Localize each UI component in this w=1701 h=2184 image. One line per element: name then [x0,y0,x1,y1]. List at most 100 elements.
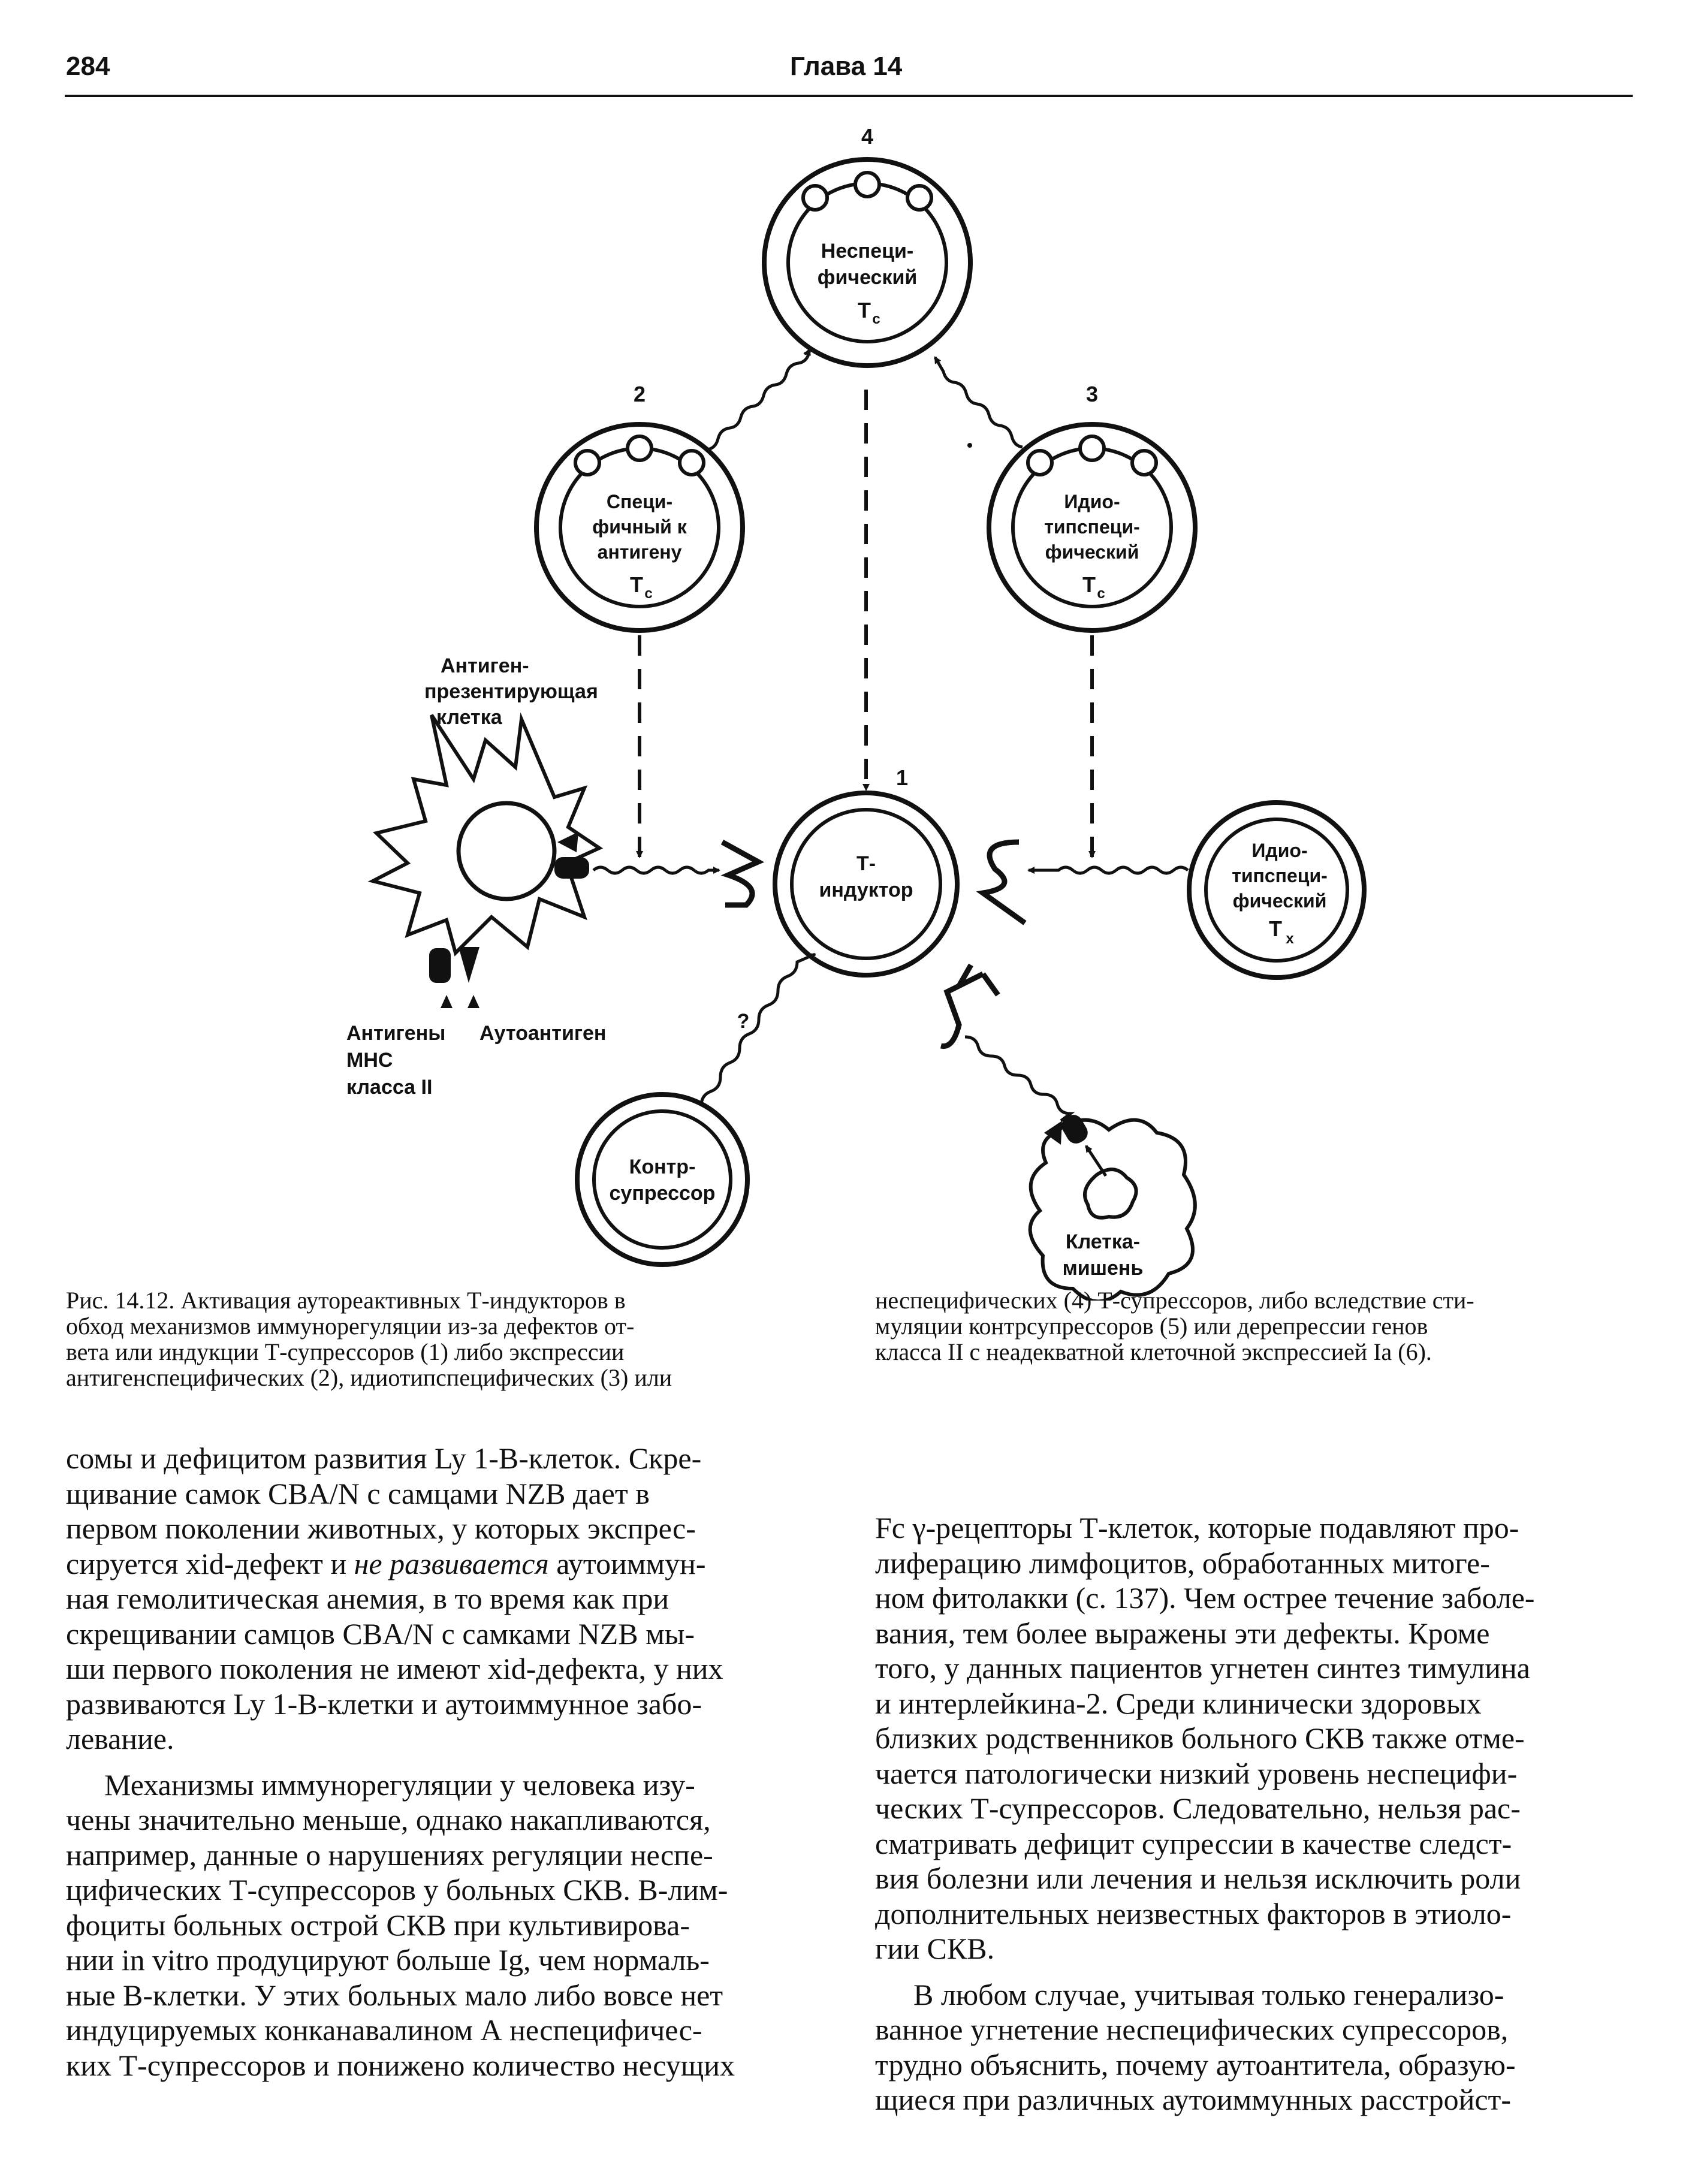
caption-right-line: неспецифических (4) Т-супрессоров, либо … [875,1287,1474,1314]
text-line: щивание самок CBA/N с самцами NZB дает в [66,1476,650,1510]
cell-2-line-5: с [644,586,652,602]
text-line: лиферацию лимфоцитов, обработанных митог… [875,1546,1490,1580]
cell-2-line-1: Специ- [607,491,672,512]
cell-2-line-4: Т [630,572,643,597]
text-line: индуцируемых конканавалином А неспецифич… [66,2013,702,2047]
figure-caption-right: неспецифических (4) Т-супрессоров, либо … [875,1287,1631,1365]
caption-right-line: класса II с неадекватной клеточной экспр… [875,1338,1432,1365]
text-line: развиваются Ly 1-В-клетки и аутоиммунное… [66,1687,702,1721]
left-paragraph-1: сомы и дефицитом развития Ly 1-В-клеток.… [66,1441,833,1757]
cell-4-line-2: фический [818,266,918,289]
text-line: сматривать дефицит супрессии в качестве … [875,1826,1512,1860]
question-mark: ? [737,1010,750,1033]
text-line: сируется xid-дефект и не развивается аут… [66,1546,833,1582]
figure-diagram: 4 Неспеци- фический Т с 2 Специ- фичный … [346,124,1367,1301]
th-line-1: Идио- [1251,840,1307,861]
th-line-4: Т [1269,916,1282,941]
connections [592,348,1189,1122]
text-line: вания, тем более выражены эти дефекты. К… [875,1616,1490,1650]
mhc-label-line-3: класса II [346,1076,432,1099]
text-line: близких родственников больного СКВ также… [875,1721,1525,1755]
cell-3-line-1: Идио- [1064,491,1120,512]
text-fragment: аутоиммун- [556,1546,706,1580]
antigen-presenting-cell: Антиген- презентирующая клетка Антигены … [346,654,606,1099]
cell-target: Клетка- мишень [1028,1115,1197,1301]
cell-4-line-3: Т [858,298,871,322]
right-text-column: Fc γ-рецепторы Т-клеток, которые подавля… [875,1510,1631,2128]
right-paragraph-1: Fc γ-рецепторы Т-клеток, которые подавля… [875,1510,1631,1966]
cell-idiotype-specific-ts: 3 Идио- типспеци- фический Т с [967,382,1198,633]
cell-nonspecific-ts: 4 Неспеци- фический Т с [762,124,973,368]
apc-label-line-2: презентирующая [424,680,598,703]
caption-right-line: муляции контрсупрессоров (5) или дерепре… [875,1313,1428,1340]
apc-label-line-3: клетка [436,706,503,729]
th-line-2: типспеци- [1232,865,1328,886]
cell-4-line-1: Неспеци- [821,240,914,263]
cell-1-number: 1 [896,765,908,790]
cell-3-line-3: фический [1045,541,1139,563]
cell-4-line-4: с [872,311,880,327]
cs-line-2: супрессор [610,1182,716,1205]
th-line-5: х [1286,931,1294,947]
cell-t-inductor: 1 Т- индуктор [720,765,1027,1049]
th-line-3: фический [1233,890,1327,912]
cs-line-1: Контр- [629,1156,696,1178]
target-line-2: мишень [1063,1257,1144,1280]
caption-left-line: вета или индукции Т-супрессоров (1) либо… [66,1338,625,1365]
mhc-label-line-2: МНС [346,1049,393,1072]
cell-idiotype-specific-th: Идио- типспеци- фический Т х [1187,800,1367,980]
text-line: ши первого поколения не имеют xid-дефект… [66,1652,723,1685]
chapter-title: Глава 14 [790,52,903,81]
text-line: скрещивании самцов CBA/N с самками NZB м… [66,1616,695,1651]
header-rule [65,95,1633,97]
cell-4-number: 4 [861,124,873,149]
text-line: сомы и дефицитом развития Ly 1-В-клеток.… [66,1441,702,1475]
cell-3-line-2: типспеци- [1044,516,1140,538]
text-line: дополнительных неизвестных факторов в эт… [875,1896,1512,1930]
text-line: того, у данных пациентов угнетен синтез … [875,1651,1530,1685]
caption-left-line: Рис. 14.12. Активация аутореактивных Т-и… [66,1287,626,1314]
text-line: трудно объяснить, почему аутоантитела, о… [875,2047,1516,2082]
cell-3-line-4: Т [1082,572,1096,597]
text-line: Fc γ-рецепторы Т-клеток, которые подавля… [875,1511,1519,1545]
caption-left-line: обход механизмов иммунорегуляции из-за д… [66,1313,635,1340]
autoantigen-label: Аутоантиген [479,1022,606,1045]
right-paragraph-2: В любом случае, учитывая только генерали… [875,1977,1631,2117]
text-line: и интерлейкина-2. Среди клинически здоро… [875,1686,1482,1720]
cell-1-line-2: индуктор [819,879,913,901]
cell-3-number: 3 [1086,382,1098,406]
left-text-column: сомы и дефицитом развития Ly 1-В-клеток.… [66,1441,833,2093]
apc-label-line-1: Антиген- [441,654,529,677]
page-number: 284 [66,52,110,81]
text-line: первом поколении животных, у которых экс… [66,1512,696,1545]
text-line: фоциты больных острой СКВ при культивиро… [66,1908,690,1942]
italic-emphasis: не развивается [354,1546,549,1580]
text-line: чается патологически низкий уровень несп… [875,1756,1518,1790]
text-line: ких Т-супрессоров и понижено количество … [66,2048,735,2082]
cell-antigen-specific-ts: 2 Специ- фичный к антигену Т с [534,382,745,633]
figure-caption-left: Рис. 14.12. Активация аутореактивных Т-и… [66,1287,839,1390]
left-paragraph-2: Механизмы иммунорегуляции у человека изу… [66,1767,833,2083]
cell-2-line-2: фичный к [592,516,687,538]
caption-left-line: антигенспецифических (2), идиотипспецифи… [66,1364,672,1391]
text-line: щиеся при различных аутоиммунных расстро… [875,2083,1512,2116]
text-line: Механизмы иммунорегуляции у человека изу… [104,1767,695,1802]
cell-2-line-3: антигену [598,541,682,563]
cell-2-number: 2 [634,382,646,406]
cell-3-line-5: с [1097,586,1105,602]
text-line: ная гемолитическая анемия, в то время ка… [66,1582,669,1615]
text-line: гии СКВ. [875,1932,995,1965]
text-line: вия болезни или лечения и нельзя исключи… [875,1862,1521,1895]
text-line: ческих Т-супрессоров. Следовательно, нел… [875,1791,1521,1825]
text-line: чены значительно меньше, однако накаплив… [66,1803,711,1836]
text-line: В любом случае, учитывая только генерали… [913,1977,1504,2011]
text-line: левание. [66,1722,174,1755]
text-line: например, данные о нарушениях регуляции … [66,1838,713,1872]
text-line: ном фитолакки (с. 137). Чем острее течен… [875,1581,1535,1615]
text-line: ванное угнетение неспецифических супресс… [875,2013,1509,2046]
text-fragment: сируется xid-дефект и [66,1546,347,1580]
cell-contrasuppressor: Контр- супрессор ? [575,1010,750,1267]
target-line-1: Клетка- [1066,1230,1140,1253]
text-line: ные В-клетки. У этих больных мало либо в… [66,1978,723,2012]
cell-1-line-1: Т- [856,852,876,875]
